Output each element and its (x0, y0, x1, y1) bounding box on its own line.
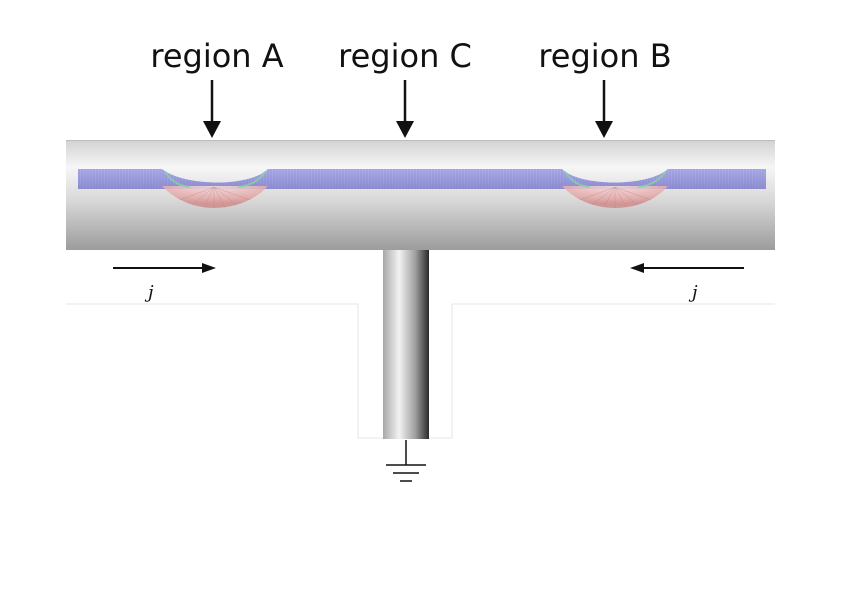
vertical-conductor (383, 248, 429, 439)
current-arrow-left (113, 263, 216, 273)
region-b-label: region B (538, 37, 671, 75)
horizontal-conductor (66, 140, 775, 250)
region-c-label: region C (338, 37, 472, 75)
current-label-left: j (144, 282, 154, 303)
region-a-arrow (203, 80, 221, 138)
field-dip-region-b (562, 171, 668, 208)
current-label-right: j (688, 282, 698, 303)
region-b-arrow (595, 80, 613, 138)
current-arrow-right (630, 263, 744, 273)
field-dip-region-a (162, 171, 268, 208)
region-c-arrow (396, 80, 414, 138)
ground-icon (386, 440, 426, 482)
region-a-label: region A (150, 37, 283, 75)
